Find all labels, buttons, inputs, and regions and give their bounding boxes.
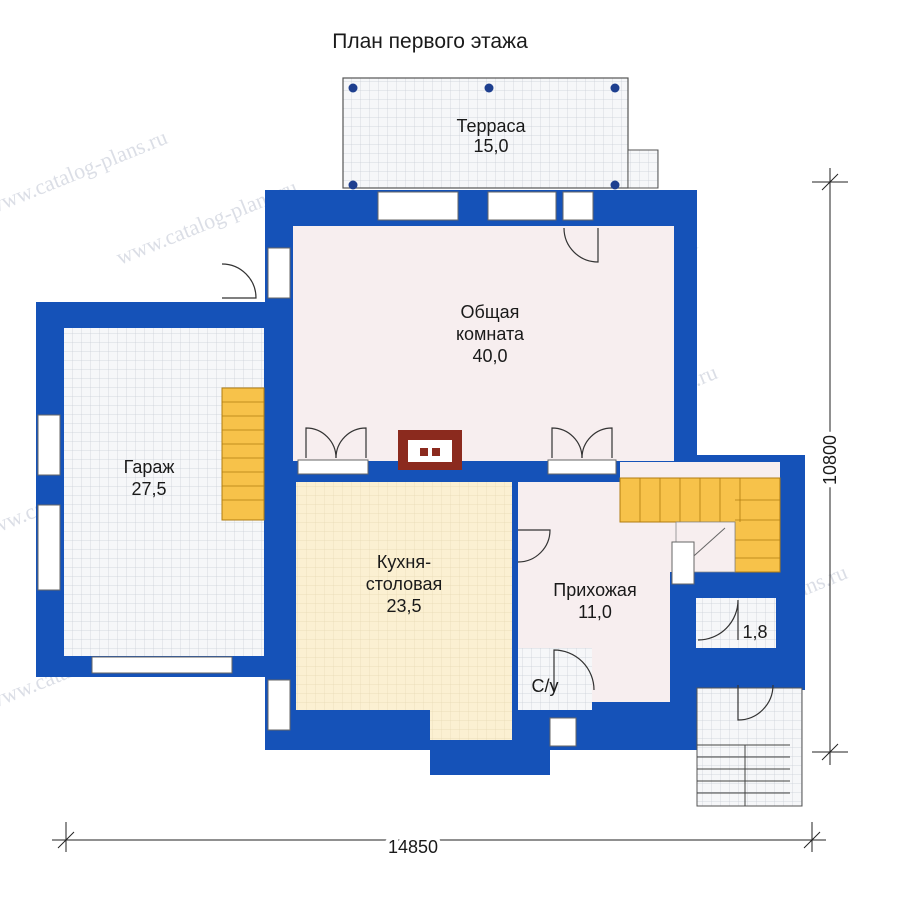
living-name-2: комната bbox=[456, 324, 525, 344]
room-label-terrace: Терраса 15,0 bbox=[456, 116, 526, 156]
garage-stairs bbox=[221, 387, 265, 521]
dimension-height bbox=[812, 168, 848, 765]
windows bbox=[37, 191, 695, 747]
closet-area: 1,8 bbox=[742, 622, 767, 642]
wc-floor bbox=[518, 648, 592, 710]
kitchen-area: 23,5 bbox=[386, 596, 421, 616]
closet-floor bbox=[696, 598, 776, 648]
dimension-height-label: 10800 bbox=[820, 435, 840, 485]
wc-name: С/у bbox=[532, 676, 559, 696]
watermark-text: www.catalog-plans.ru bbox=[0, 124, 171, 219]
hall-name: Прихожая bbox=[553, 580, 636, 600]
kitchen-floor-ext bbox=[430, 690, 512, 740]
doors bbox=[221, 227, 774, 721]
terrace-name: Терраса bbox=[456, 116, 526, 136]
main-stairs bbox=[619, 477, 781, 573]
dimension-width-label: 14850 bbox=[388, 837, 438, 857]
room-label-living: Общая комната 40,0 bbox=[456, 302, 525, 366]
terrace bbox=[342, 77, 659, 190]
room-label-hall: Прихожая 11,0 bbox=[553, 580, 636, 622]
hall-area: 11,0 bbox=[578, 602, 612, 622]
garage-name: Гараж bbox=[124, 457, 175, 477]
page-title: План первого этажа bbox=[332, 30, 528, 53]
dimension-width bbox=[52, 822, 826, 852]
porch bbox=[696, 687, 803, 807]
terrace-area: 15,0 bbox=[473, 136, 508, 156]
living-room-floor bbox=[293, 226, 674, 461]
living-name-1: Общая bbox=[461, 302, 520, 322]
room-label-garage: Гараж 27,5 bbox=[124, 457, 175, 499]
kitchen-name-1: Кухня- bbox=[377, 552, 431, 572]
fireplace bbox=[398, 430, 462, 470]
porch-steps bbox=[697, 744, 790, 806]
kitchen-name-2: столовая bbox=[366, 574, 443, 594]
living-area: 40,0 bbox=[472, 346, 507, 366]
kitchen-floor bbox=[296, 482, 512, 710]
garage-area: 27,5 bbox=[131, 479, 166, 499]
room-label-kitchen: Кухня- столовая 23,5 bbox=[366, 552, 443, 616]
